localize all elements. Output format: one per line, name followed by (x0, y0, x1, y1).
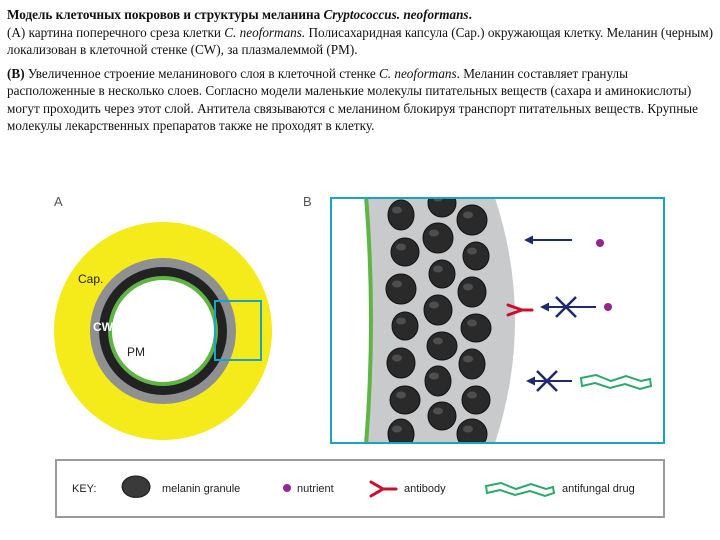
melanin-granule (458, 348, 486, 380)
panel-b-frame (330, 197, 665, 444)
granule-highlight (463, 425, 473, 433)
melanin-granule (426, 331, 458, 361)
panel-b-label: B (303, 194, 312, 209)
legend-antibody-label: antibody (404, 483, 446, 495)
legend-title: KEY: (72, 483, 96, 495)
granule-highlight (429, 372, 439, 380)
granule-highlight (429, 229, 439, 237)
melanin-granule (422, 222, 454, 254)
granule-highlight (467, 391, 477, 399)
melanin-granule (385, 273, 417, 305)
melanin-granule (427, 198, 457, 218)
caption-b-label: (В) (7, 65, 25, 81)
granule-highlight (467, 247, 477, 255)
cell-interior (331, 198, 371, 443)
cytoplasm (112, 280, 214, 382)
granule-highlight (392, 354, 402, 362)
melanin-granule-layer (385, 198, 492, 443)
caption-title-line: Модель клеточных покровов и структуры ме… (7, 6, 713, 24)
legend-melanin-label: melanin granule (162, 483, 240, 495)
nutrient-passes (524, 235, 604, 247)
arrow-head (540, 302, 549, 312)
granule-highlight (433, 337, 443, 345)
zoom-region-box (214, 300, 262, 361)
figure-caption: Модель клеточных покровов и структуры ме… (7, 6, 713, 135)
melanin-granule (387, 199, 415, 231)
legend-drug-label: antifungal drug (562, 483, 635, 495)
cell-wall-label: CW (93, 320, 114, 334)
nutrient-icon (283, 484, 291, 492)
granule-highlight (396, 391, 406, 399)
melanin-granule (390, 237, 420, 267)
arrow-head (526, 376, 535, 386)
melanin-granule (423, 294, 453, 326)
granule-highlight (433, 407, 443, 415)
granule-highlight (392, 280, 402, 288)
plasma-membrane-line (364, 198, 373, 443)
figure-diagram: A Cap. CW PM B KEY: me (54, 194, 665, 518)
granule-highlight (396, 243, 406, 251)
granule-highlight (433, 265, 443, 273)
granule-highlight (467, 319, 477, 327)
plasma-membrane-label: PM (127, 345, 145, 359)
caption-a-text-2: Полисахаридная капсула (Cap.) окружающая… (7, 24, 713, 58)
melanin-granule (456, 418, 488, 443)
arrow-head (524, 235, 533, 245)
caption-a-text: (А) картина поперечного среза клетки (7, 24, 225, 40)
legend-antibody: antibody (369, 480, 446, 498)
legend-box (55, 459, 665, 518)
nutrient-molecule (596, 239, 604, 247)
caption-paragraph-b: (В) Увеличенное строение меланинового сл… (7, 65, 713, 135)
melanin-granule-icon (121, 475, 151, 498)
caption-title-end: . (468, 7, 472, 22)
melanin-granule (389, 385, 421, 415)
caption-title: Модель клеточных покровов и структуры ме… (7, 7, 324, 22)
melanin-granule (424, 365, 452, 397)
melanin-granule (391, 311, 419, 341)
caption-b-text: Увеличенное строение меланинового слоя в… (24, 65, 379, 81)
melanin-granule (462, 241, 490, 271)
granule-highlight (392, 425, 402, 433)
melanin-granule (386, 347, 416, 379)
drug-blocked (526, 370, 653, 392)
legend-melanin: melanin granule (121, 475, 240, 498)
capsule-label: Cap. (78, 272, 103, 286)
melanin-granule (387, 418, 415, 443)
granule-highlight (463, 211, 473, 219)
legend-nutrient-label: nutrient (297, 483, 334, 495)
nutrient-molecule (604, 303, 612, 311)
melanin-granule (461, 385, 491, 415)
granule-highlight (429, 301, 439, 309)
caption-a-species: C. neoformans. (224, 24, 306, 40)
granule-highlight (392, 206, 402, 214)
antibody-marker (506, 303, 534, 317)
panel-a-label: A (54, 194, 63, 209)
wall-magnified (331, 198, 515, 443)
caption-b-species: C. neoformans (378, 65, 457, 81)
legend-drug: antifungal drug (484, 481, 635, 498)
granule-highlight (463, 355, 473, 363)
antifungal-drug-molecule (579, 373, 653, 391)
cell-cross-section (54, 222, 272, 440)
caption-paragraph-a: (А) картина поперечного среза клетки C. … (7, 24, 713, 59)
blocked-cross-mark (536, 370, 558, 392)
melanin-granule (460, 313, 492, 343)
antifungal-drug-icon (484, 481, 556, 498)
caption-title-species: Cryptococcus. neoformans (323, 7, 469, 22)
granule-highlight (396, 317, 406, 325)
antibody-icon (369, 480, 398, 498)
granule-highlight (463, 283, 473, 291)
caption-b-text-2: . Меланин составляет гранулы расположенн… (7, 65, 698, 134)
melanin-granule (428, 259, 456, 289)
melanin-granule (456, 204, 488, 236)
legend-nutrient: nutrient (283, 483, 334, 495)
blocked-cross-mark (555, 296, 577, 318)
melanin-granule (457, 276, 487, 308)
melanin-granule (427, 401, 457, 431)
antibody-blocks (506, 296, 612, 318)
